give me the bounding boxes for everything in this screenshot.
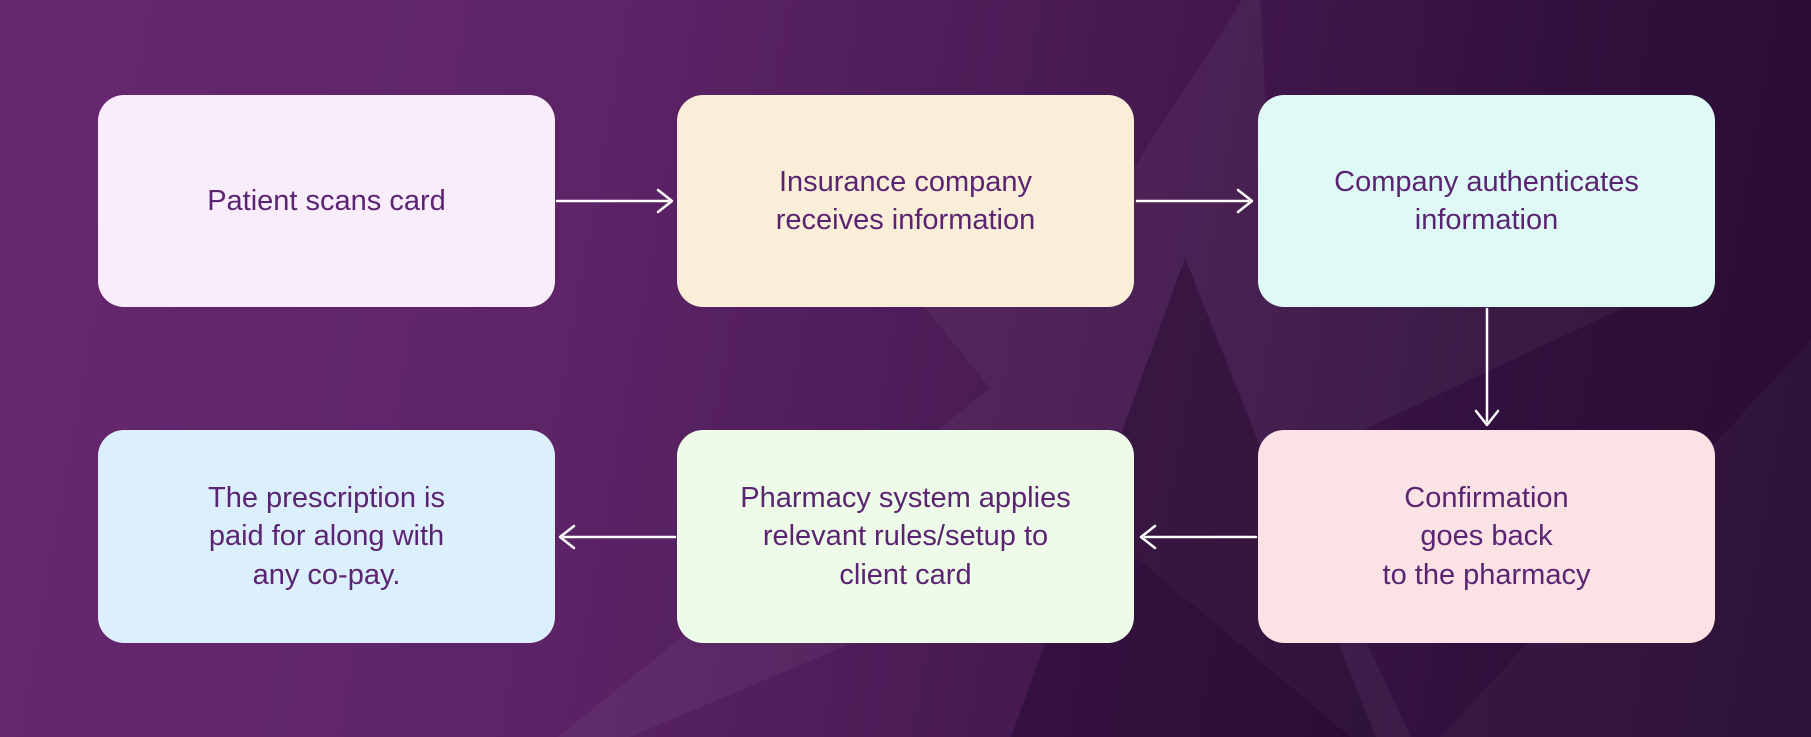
arrow-down bbox=[1474, 307, 1500, 427]
node-label: Company authenticates information bbox=[1334, 165, 1639, 236]
node-label: The prescription is paid for along with … bbox=[208, 482, 445, 591]
node-pharmacy-applies-rules: Pharmacy system applies relevant rules/s… bbox=[677, 430, 1134, 643]
node-label: Patient scans card bbox=[207, 184, 446, 217]
node-prescription-paid: The prescription is paid for along with … bbox=[98, 430, 555, 643]
node-company-authenticates: Company authenticates information bbox=[1258, 95, 1715, 307]
arrow-right-1 bbox=[555, 188, 674, 214]
node-insurance-receives-info: Insurance company receives information bbox=[677, 95, 1134, 307]
node-label: Confirmation goes back to the pharmacy bbox=[1382, 482, 1591, 591]
node-label: Insurance company receives information bbox=[775, 165, 1036, 236]
arrow-left-1 bbox=[1139, 524, 1258, 550]
node-label: Pharmacy system applies relevant rules/s… bbox=[740, 482, 1071, 591]
arrow-right-2 bbox=[1135, 188, 1254, 214]
arrow-left-2 bbox=[558, 524, 677, 550]
node-patient-scans-card: Patient scans card bbox=[98, 95, 555, 307]
node-confirmation-goes-back: Confirmation goes back to the pharmacy bbox=[1258, 430, 1715, 643]
